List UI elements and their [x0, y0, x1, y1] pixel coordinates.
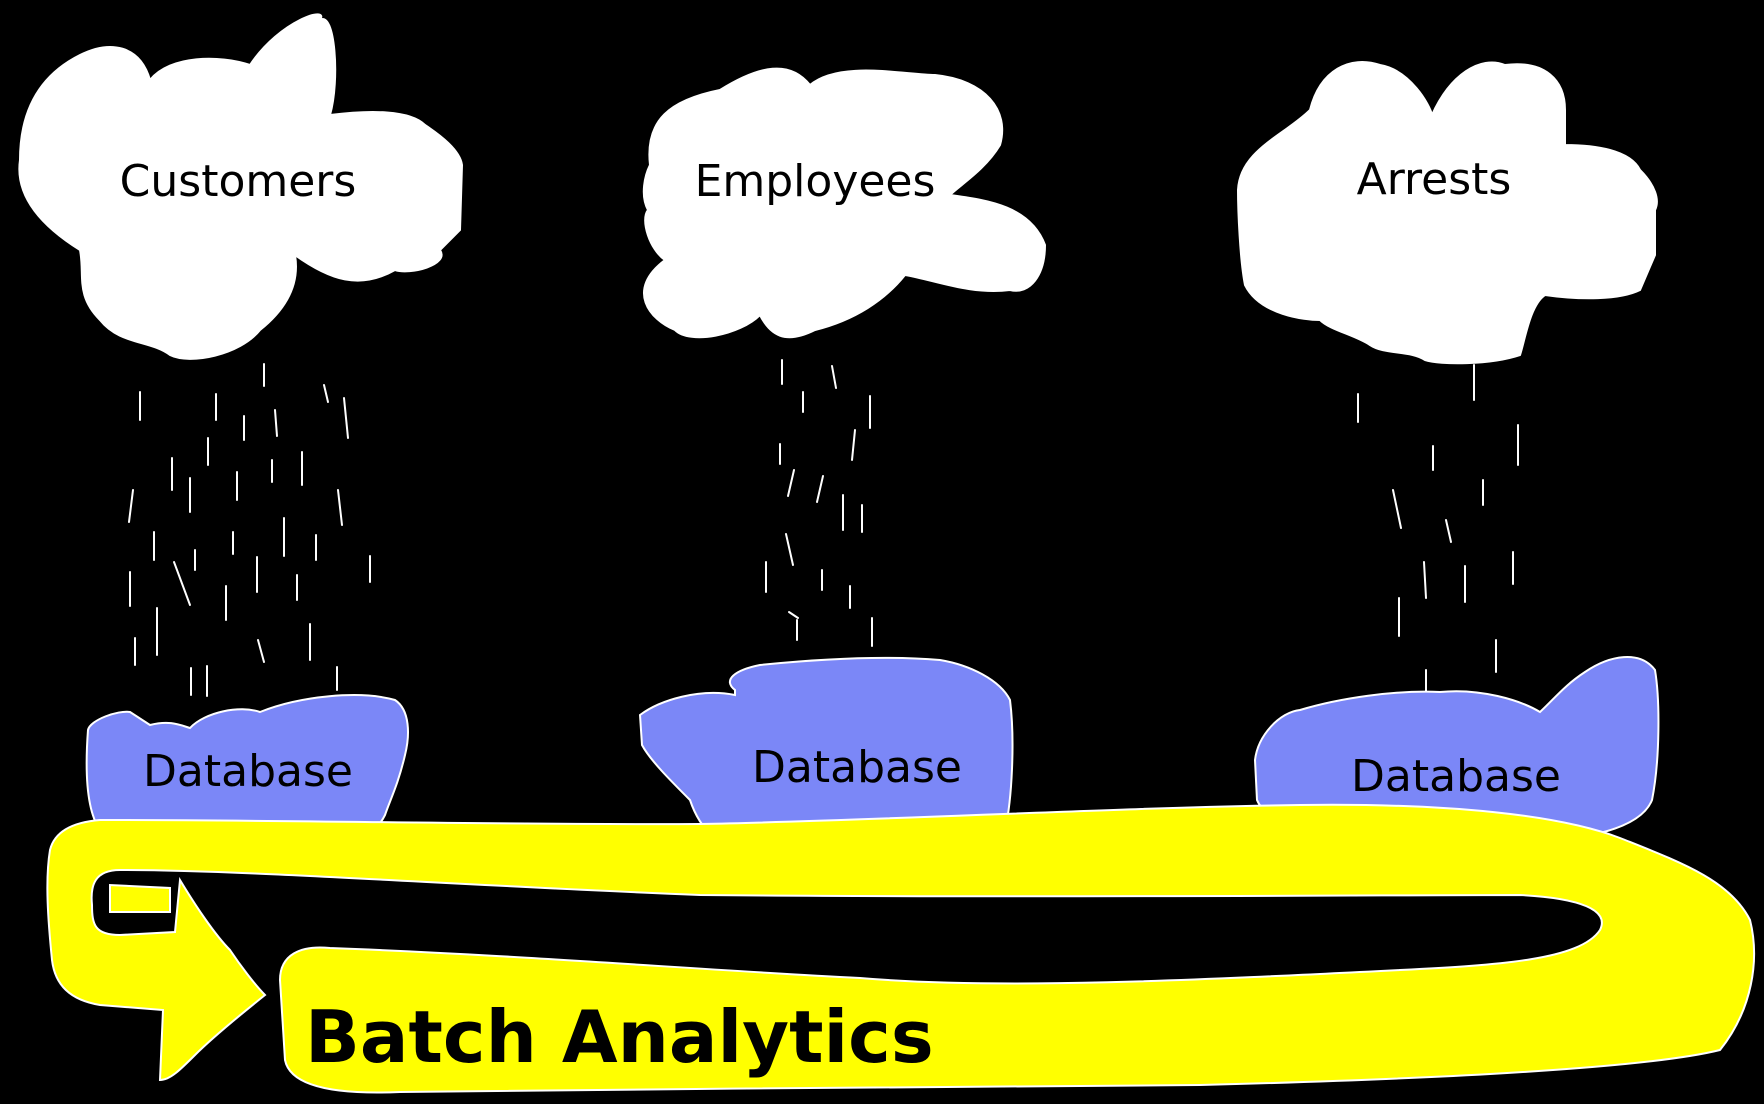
batch-analytics-label: Batch Analytics: [305, 995, 934, 1079]
database-label-employees: Database: [752, 742, 962, 793]
database-label-customers: Database: [143, 746, 353, 797]
rain-employees: [765, 359, 873, 647]
cloud-label-employees: Employees: [695, 156, 936, 207]
cloud-arrests: Arrests: [1236, 61, 1658, 365]
cloud-customers: Customers: [18, 13, 464, 360]
rain-arrests: [1357, 364, 1519, 695]
cloud-employees: Employees: [642, 67, 1047, 339]
batch-analytics-loop: Batch Analytics: [46, 803, 1756, 1094]
database-arrests: Database: [1253, 656, 1660, 843]
database-label-arrests: Database: [1351, 751, 1561, 802]
rain-customers: [128, 363, 371, 697]
cloud-label-customers: Customers: [120, 156, 357, 207]
cloud-label-arrests: Arrests: [1357, 154, 1512, 205]
